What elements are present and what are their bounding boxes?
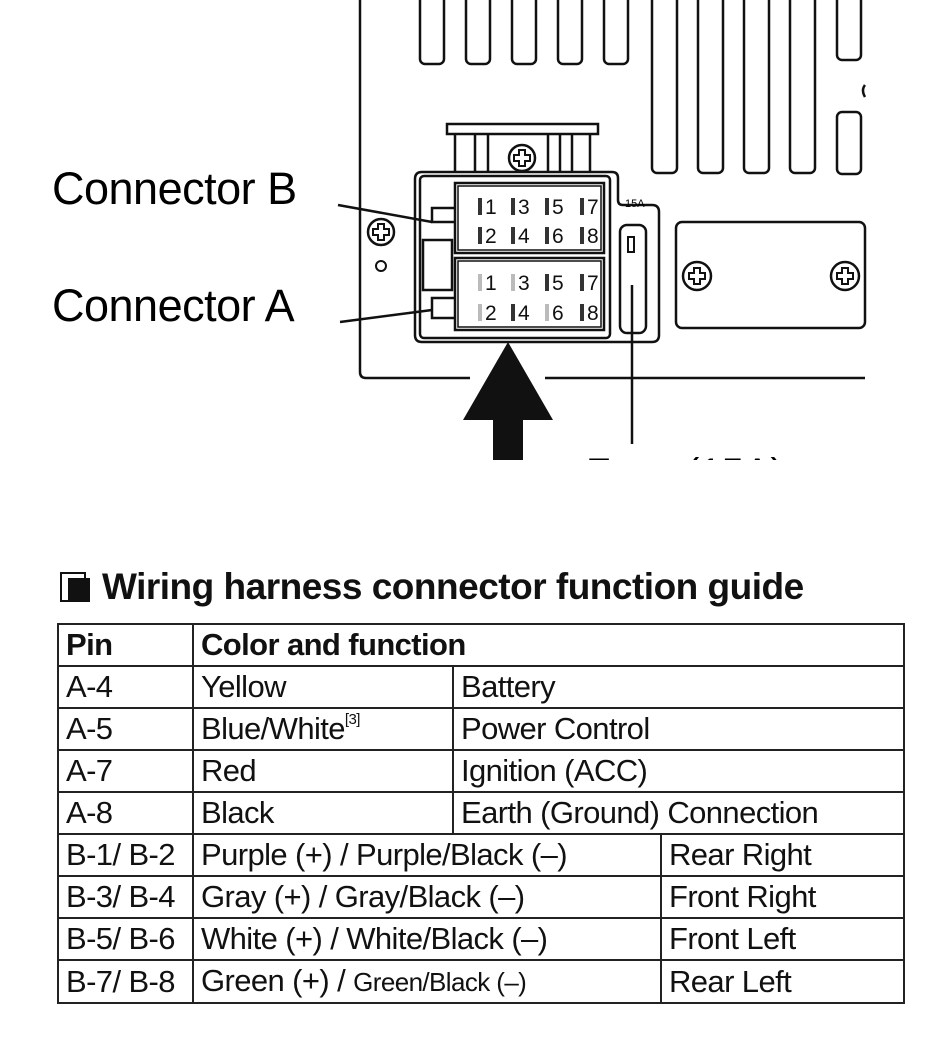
function-cell: Ignition (ACC) xyxy=(451,749,906,793)
pin-cell: B-3/ B-4 xyxy=(57,875,194,919)
pin-cell: B-5/ B-6 xyxy=(57,917,194,961)
connector-a-leader xyxy=(339,308,433,324)
table-row: A-5 Blue/White[3] Power Control xyxy=(57,707,906,751)
header-pin: Pin xyxy=(57,623,194,667)
connector_a-pin-6-contact xyxy=(545,304,549,321)
color-cell: Gray (+) / Gray/Black (–) xyxy=(192,875,662,919)
connector_a-pin-6-label: 6 xyxy=(552,302,564,325)
color-cell: Blue/White[3] xyxy=(192,707,454,751)
latch xyxy=(421,238,454,292)
table-row: B-3/ B-4 Gray (+) / Gray/Black (–) Front… xyxy=(57,875,906,919)
connector_a-pin-2-contact xyxy=(478,304,482,321)
vents xyxy=(418,0,867,176)
pin-cell: A-4 xyxy=(57,665,194,709)
table-row: A-7 Red Ignition (ACC) xyxy=(57,749,906,793)
fuse-label: Fuse (15A) xyxy=(586,451,784,460)
fuse-rating-mark: 15A xyxy=(625,198,645,210)
connector_b-pin-1-contact xyxy=(478,198,482,215)
table-row: B-5/ B-6 White (+) / White/Black (–) Fro… xyxy=(57,917,906,961)
hole-icon xyxy=(375,260,387,272)
table-header: Pin Color and function xyxy=(57,623,906,667)
connector_a-pin-1-label: 1 xyxy=(485,272,497,295)
connector_b-pin-7-contact xyxy=(580,198,584,215)
connector_b-pin-3-contact xyxy=(511,198,515,215)
connector_a-pin-8-label: 8 xyxy=(587,302,599,325)
connector_a-pin-2-label: 2 xyxy=(485,302,497,325)
connector_b-pin-2-contact xyxy=(478,227,482,244)
section-title: Wiring harness connector function guide xyxy=(60,566,804,608)
color-cell: Green (+) / Green/Black (–) xyxy=(192,959,662,1004)
connector_b-pin-7-label: 7 xyxy=(587,196,599,219)
connector_b-pin-5-contact xyxy=(545,198,549,215)
connector_b-pin-6-label: 6 xyxy=(552,225,564,248)
connector_a-pin-7-label: 7 xyxy=(587,272,599,295)
table-row: A-8 Black Earth (Ground) Connection xyxy=(57,791,906,835)
function-cell: Battery xyxy=(451,665,906,709)
function-cell: Front Left xyxy=(659,917,906,961)
connector_a-pin-7-contact xyxy=(580,274,584,291)
connector_b-pin-3-label: 3 xyxy=(518,196,530,219)
color-cell: Yellow xyxy=(192,665,454,709)
function-cell: Power Control xyxy=(451,707,906,751)
pin-cell: A-7 xyxy=(57,749,194,793)
connector_a-pin-8-contact xyxy=(580,304,584,321)
function-cell: Earth (Ground) Connection xyxy=(451,791,906,835)
connector_b-pin-4-label: 4 xyxy=(518,225,530,248)
pin-cell: A-5 xyxy=(57,707,194,751)
function-cell: Rear Left xyxy=(659,959,906,1004)
connector_b-pin-2-label: 2 xyxy=(485,225,497,248)
table-row: B-1/ B-2 Purple (+) / Purple/Black (–) R… xyxy=(57,833,906,877)
color-text: Blue/White xyxy=(201,711,346,746)
connector_a-pin-5-contact xyxy=(545,274,549,291)
connector-b-label: Connector B xyxy=(52,163,297,214)
function-cell: Front Right xyxy=(659,875,906,919)
connector_b-pin-1-label: 1 xyxy=(485,196,497,219)
color-cell: Red xyxy=(192,749,454,793)
connector_a-pin-3-label: 3 xyxy=(518,272,530,295)
color-text: Green (+) / xyxy=(201,963,354,998)
connector_b-pin-4-contact xyxy=(511,227,515,244)
color-cell: White (+) / White/Black (–) xyxy=(192,917,662,961)
connector_a-pin-1-contact xyxy=(478,274,482,291)
pin-cell: A-8 xyxy=(57,791,194,835)
header-color-function: Color and function xyxy=(191,623,906,667)
section-title-text: Wiring harness connector function guide xyxy=(102,566,804,607)
connector-b-leader xyxy=(337,203,433,224)
connector-b-body xyxy=(453,181,606,255)
screw-icons xyxy=(366,143,861,292)
connector-clip xyxy=(445,122,600,172)
connector-housing xyxy=(413,170,661,344)
connector_a-pin-4-contact xyxy=(511,304,515,321)
connector_b-pin-6-contact xyxy=(545,227,549,244)
footnote-ref: [3] xyxy=(344,711,360,728)
connector_b-pin-5-label: 5 xyxy=(552,196,564,219)
color-cell: Black xyxy=(192,791,454,835)
connector_a-pin-5-label: 5 xyxy=(552,272,564,295)
connector-a-label: Connector A xyxy=(52,280,295,331)
connector-a-body xyxy=(453,256,606,332)
connector_b-pin-8-contact xyxy=(580,227,584,244)
function-cell: Rear Right xyxy=(659,833,906,877)
insert-direction-arrow-icon xyxy=(463,342,553,460)
wiring-guide-table: Pin Color and function A-4 Yellow Batter… xyxy=(57,623,906,1004)
table-row: B-7/ B-8 Green (+) / Green/Black (–) Rea… xyxy=(57,959,906,1004)
color-cell: Purple (+) / Purple/Black (–) xyxy=(192,833,662,877)
section-marker-icon xyxy=(60,572,90,602)
connector_a-pin-4-label: 4 xyxy=(518,302,530,325)
connector_b-pin-8-label: 8 xyxy=(587,225,599,248)
connector_a-pin-3-contact xyxy=(511,274,515,291)
cover-plate xyxy=(674,220,867,330)
unit-outline xyxy=(358,0,865,380)
pin-cell: B-7/ B-8 xyxy=(57,959,194,1004)
pin-cell: B-1/ B-2 xyxy=(57,833,194,877)
table-row: A-4 Yellow Battery xyxy=(57,665,906,709)
color-text-small: Green/Black (–) xyxy=(353,967,527,997)
